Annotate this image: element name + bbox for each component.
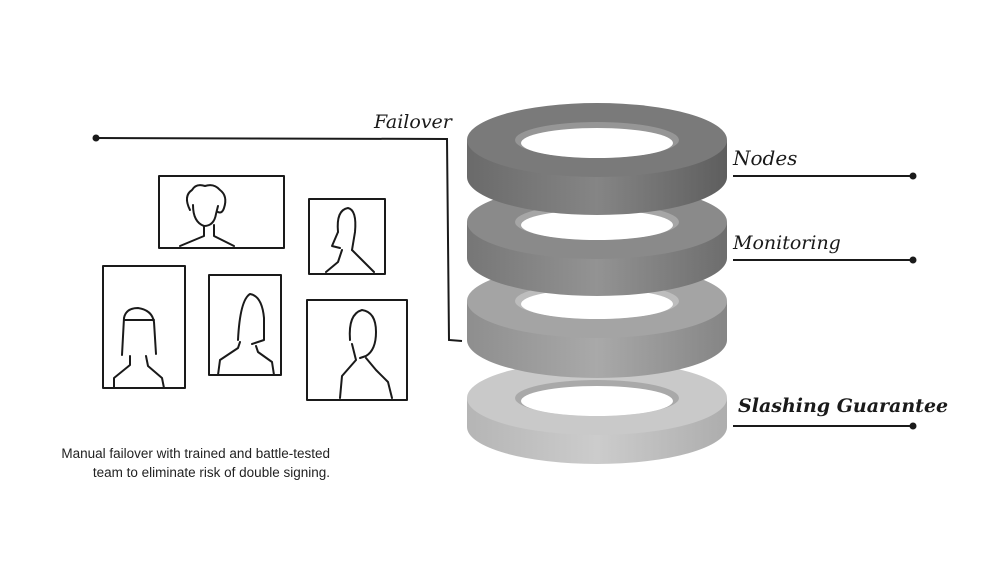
ring-slashing bbox=[467, 361, 727, 464]
failover-label: Failover bbox=[374, 111, 452, 133]
failover-caption: Manual failover with trained and battle-… bbox=[61, 446, 330, 480]
failover-connector bbox=[92, 134, 463, 342]
leader-lines bbox=[733, 172, 917, 430]
monitoring-leader bbox=[733, 256, 917, 264]
portrait-bob bbox=[102, 265, 186, 389]
portrait-profile bbox=[306, 299, 408, 401]
nodes-label: Nodes bbox=[733, 146, 798, 170]
slashing-leader bbox=[733, 422, 917, 430]
nodes-leader bbox=[733, 172, 917, 180]
portrait-long-hair bbox=[308, 198, 386, 275]
team-portraits bbox=[102, 175, 408, 401]
portrait-curly-hair bbox=[158, 175, 285, 249]
ring-stack bbox=[467, 103, 727, 464]
monitoring-label: Monitoring bbox=[733, 232, 841, 254]
portrait-straight-hair bbox=[208, 274, 282, 376]
ring-nodes bbox=[467, 103, 727, 215]
slashing-guarantee-label: Slashing Guarantee bbox=[738, 395, 949, 417]
